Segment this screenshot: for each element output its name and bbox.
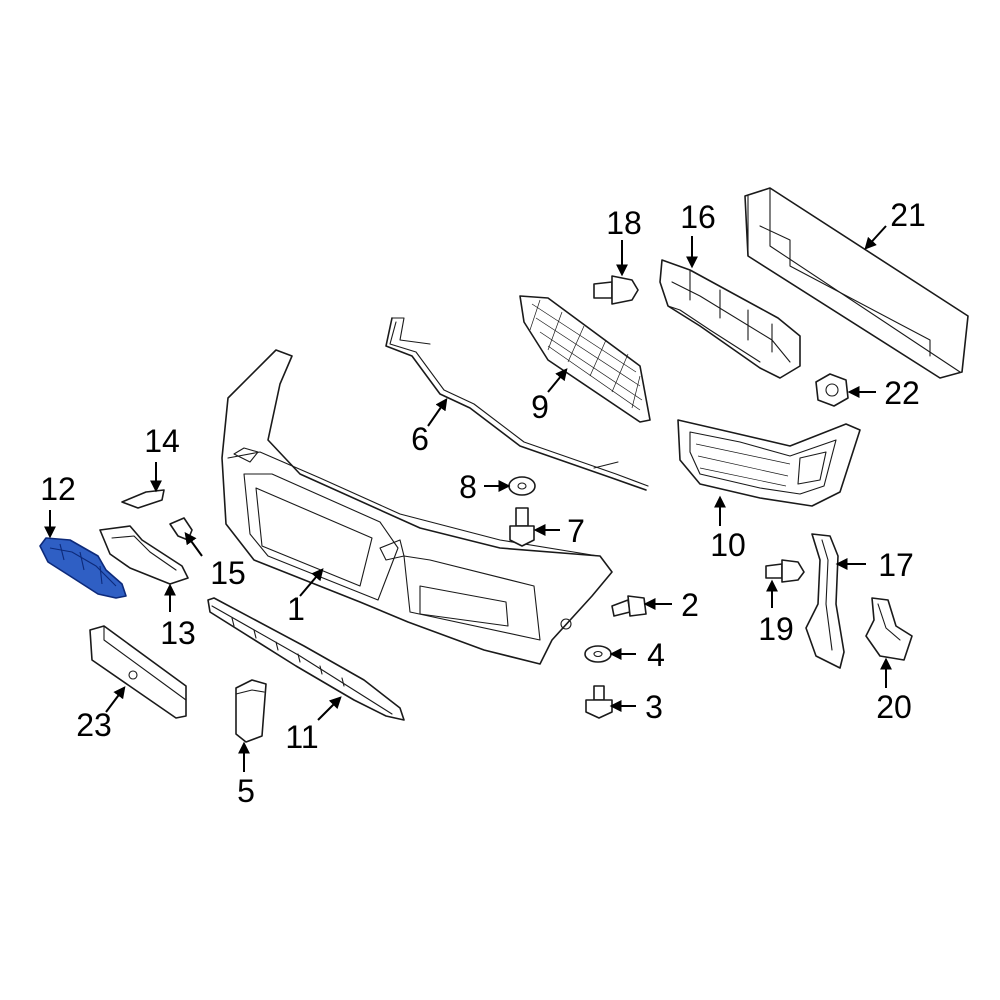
part-22-nut[interactable] [815, 373, 849, 407]
callout-22: 22 [884, 375, 920, 411]
part-19-push-pin[interactable] [765, 559, 805, 583]
leader-11 [317, 696, 342, 721]
callout-15: 15 [210, 555, 246, 591]
part-4-washer[interactable] [584, 645, 612, 663]
leader-23 [105, 686, 126, 713]
callout-12: 12 [40, 471, 76, 507]
part-11-lower-lip[interactable] [207, 597, 405, 721]
callout-2: 2 [681, 587, 699, 623]
part-18-push-pin[interactable] [593, 275, 639, 305]
callout-4: 4 [647, 637, 665, 673]
callout-19: 19 [758, 611, 794, 647]
part-10-lower-grille[interactable] [677, 419, 861, 507]
callout-9: 9 [531, 389, 549, 425]
callout-labels: 1 2 3 4 5 6 7 8 9 10 11 12 13 14 15 16 1… [40, 197, 926, 809]
part-7-bolt[interactable] [509, 507, 535, 547]
leader-9 [547, 368, 568, 393]
leader-1 [299, 568, 324, 597]
part-20-bracket[interactable] [865, 597, 913, 661]
callout-16: 16 [680, 199, 716, 235]
leader-21 [864, 225, 887, 250]
callout-17: 17 [878, 547, 914, 583]
leader-6 [427, 398, 448, 427]
part-23-plate[interactable] [89, 625, 187, 719]
part-6-trim-strip[interactable] [385, 317, 649, 491]
callout-13: 13 [160, 615, 196, 651]
callout-23: 23 [76, 707, 112, 743]
part-5-tow-hook-cover[interactable] [235, 679, 267, 743]
callout-6: 6 [411, 421, 429, 457]
part-3-bolt[interactable] [585, 685, 613, 719]
callout-1: 1 [287, 591, 305, 627]
part-12-bracket-highlighted[interactable] [39, 537, 127, 599]
callout-20: 20 [876, 689, 912, 725]
callout-21: 21 [890, 197, 926, 233]
callout-11: 11 [285, 719, 318, 755]
part-8-washer[interactable] [508, 476, 536, 496]
callout-7: 7 [567, 513, 585, 549]
part-16-bracket[interactable] [659, 259, 801, 379]
part-13-bracket[interactable] [99, 525, 189, 585]
part-2-bolt[interactable] [611, 595, 647, 617]
part-21-absorber[interactable] [744, 187, 969, 379]
callout-5: 5 [237, 773, 255, 809]
part-9-grille[interactable] [519, 295, 651, 423]
leader-15 [184, 532, 203, 557]
part-14-bracket[interactable] [121, 489, 165, 509]
callout-8: 8 [459, 469, 477, 505]
part-1-bumper-cover[interactable] [221, 349, 613, 665]
callout-3: 3 [645, 689, 663, 725]
callout-10: 10 [710, 527, 746, 563]
leader-arrows [44, 225, 892, 772]
part-17-side-bracket[interactable] [805, 533, 845, 669]
callout-18: 18 [606, 205, 642, 241]
callout-14: 14 [144, 423, 180, 459]
